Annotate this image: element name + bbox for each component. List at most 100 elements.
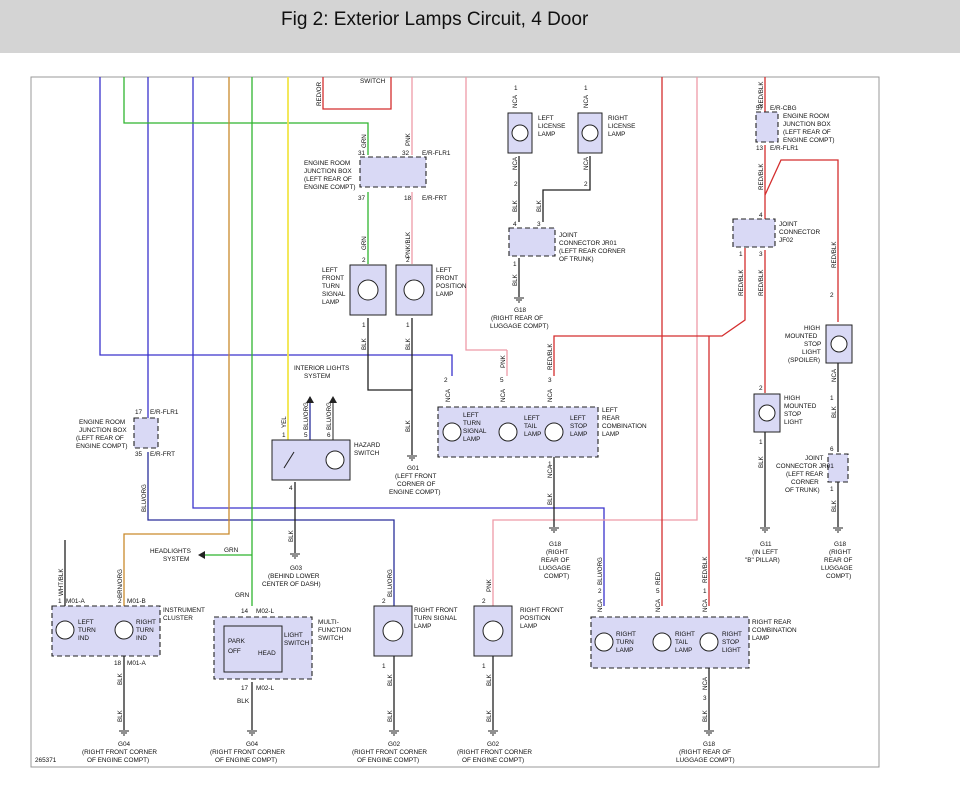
rf-pos-l3: LAMP <box>520 623 537 630</box>
pin-17-mfs: 17 <box>241 685 249 692</box>
g11-l1: G11 <box>760 541 772 548</box>
pin-35: 35 <box>135 451 143 458</box>
erjb-top-l4: ENGINE COMPT) <box>304 184 355 191</box>
lr-stop-l1: LEFT <box>570 415 586 422</box>
hazard-l1: HAZARD <box>354 442 381 449</box>
wire-blu-org-erjb-out <box>147 452 395 606</box>
conn-m01-b: M01-B <box>127 598 146 605</box>
rr-combo-l1: RIGHT REAR <box>752 619 792 626</box>
spoiler-bulb-icon <box>830 335 848 353</box>
g03-l2: (BEHIND LOWER <box>268 573 320 580</box>
ground-symbols <box>119 297 843 736</box>
pin-4-jr01: 4 <box>513 221 517 228</box>
jr01-top-l4: OF TRUNK) <box>559 256 594 263</box>
g04b-l3: OF ENGINE COMPT) <box>215 757 277 764</box>
lr-combo-l4: LAMP <box>602 431 619 438</box>
code-blk-mfs: BLK <box>237 698 250 705</box>
pin-1-spoiler: 1 <box>830 395 834 402</box>
right-license-l2: LICENSE <box>608 123 635 130</box>
g02b-l2: (RIGHT FRONT CORNER <box>457 749 532 756</box>
pin-5-rr: 5 <box>656 588 660 595</box>
erjb-right-box <box>755 111 779 143</box>
code-blu-org-rr: BLU/ORG <box>597 557 604 585</box>
code-blu-org-erjb-left: BLU/ORG <box>141 484 148 512</box>
pin-6-hazard: 6 <box>327 432 331 439</box>
code-nca-lr-turn: NCA <box>445 388 452 402</box>
rf-pos-l1: RIGHT FRONT <box>520 607 564 614</box>
spoiler-l1: HIGH <box>804 325 820 332</box>
lr-turn-l2: TURN <box>463 420 481 427</box>
lr-stop-bulb-icon <box>544 422 564 442</box>
wire-brn-org-cluster <box>123 77 230 606</box>
erjb-top-l3: (LEFT REAR OF <box>304 176 352 183</box>
jr01-top-l2: CONNECTOR JR01 <box>559 240 617 247</box>
joint-jf02-box <box>732 218 776 248</box>
mfs-l2: FUNCTION <box>318 627 351 634</box>
g04b-l2: (RIGHT FRONT CORNER <box>210 749 285 756</box>
jr01-r-l5: OF TRUNK) <box>785 487 820 494</box>
lf-turn-l4: SIGNAL <box>322 291 346 298</box>
conn-e-r-flr1-right: E/R-FLR1 <box>770 145 799 152</box>
code-blk-lf-turn: BLK <box>361 337 368 350</box>
ground-icon <box>488 730 498 736</box>
pin-14: 14 <box>241 608 249 615</box>
conn-m01-a-bottom: M01-A <box>127 660 147 667</box>
code-nca-lr-bottom: NCA <box>547 464 554 478</box>
figure-title: Fig 2: Exterior Lamps Circuit, 4 Door <box>281 9 589 30</box>
lf-pos-l2: FRONT <box>436 275 458 282</box>
lf-turn-l5: LAMP <box>322 299 339 306</box>
erjb-top-l2: JUNCTION BOX <box>304 168 352 175</box>
park-label: PARK <box>228 638 246 645</box>
jr01-top-l3: (LEFT REAR CORNER <box>559 248 626 255</box>
g18b-l1: G18 <box>703 741 716 748</box>
lf-pos-l4: LAMP <box>436 291 453 298</box>
cluster-l1: INSTRUMENT <box>163 607 205 614</box>
wire-grn-turn-feed <box>123 77 369 155</box>
left-turn-ind-bulb-icon <box>55 620 75 640</box>
g18-right-l3: REAR OF <box>824 557 853 564</box>
hmsl-bulb-icon <box>758 404 776 422</box>
g18-right-l2: (RIGHT <box>829 549 851 556</box>
lr-turn-bulb-icon <box>442 422 462 442</box>
components <box>51 111 853 680</box>
pin-3-lr: 3 <box>548 377 552 384</box>
code-nca-lr-stop: NCA <box>547 388 554 402</box>
wire-blu-right-turn-feed <box>192 77 605 606</box>
left-license-bulb-icon <box>511 124 529 142</box>
pin-1-left-license: 1 <box>514 85 518 92</box>
mfs-l1: MULTI- <box>318 619 339 626</box>
pin-2-left-license: 2 <box>514 181 518 188</box>
code-blk-lr-bottom: BLK <box>547 492 554 505</box>
multi-function-switch-box <box>213 616 313 680</box>
g18b-l2: (RIGHT REAR OF <box>679 749 731 756</box>
conn-m02-l-bottom: M02-L <box>256 685 275 692</box>
g18-mid-l5: COMPT) <box>544 573 569 580</box>
pin-2-rf-pos: 2 <box>482 598 486 605</box>
g03-l3: CENTER OF DASH) <box>262 581 321 588</box>
rr-tail-l2: TAIL <box>675 639 688 646</box>
diagram-frame <box>30 76 880 768</box>
figure-header: Fig 2: Exterior Lamps Circuit, 4 Door <box>0 0 960 53</box>
pin-57: 57 <box>756 105 764 112</box>
mfs-l3: SWITCH <box>318 635 344 642</box>
g18-mid-l1: G18 <box>549 541 562 548</box>
lr-turn-l4: LAMP <box>463 436 480 443</box>
code-blk-lf-pos: BLK <box>405 337 412 350</box>
ground-icon <box>514 297 524 303</box>
rr-stop-l3: LIGHT <box>722 647 741 654</box>
wire-blu-left-turn-feed <box>99 77 453 376</box>
conn-e-r-frt-left: E/R-FRT <box>150 451 175 458</box>
code-grn-lf: GRN <box>361 236 368 250</box>
wire-red-or-switch <box>322 77 392 110</box>
code-wht-blk: WHT/BLK <box>58 568 65 596</box>
lti-l2: TURN <box>78 627 96 634</box>
lti-l1: LEFT <box>78 619 94 626</box>
g11-l2: (IN LEFT <box>752 549 778 556</box>
switch-label: SWITCH <box>360 78 386 85</box>
spoiler-l4: LIGHT <box>802 349 821 356</box>
code-blk-spoiler: BLK <box>831 405 838 418</box>
code-nca-lr-tail: NCA <box>500 388 507 402</box>
left-license-l2: LICENSE <box>538 123 565 130</box>
lf-turn-l1: LEFT <box>322 267 338 274</box>
g01-l1: G01 <box>407 465 420 472</box>
